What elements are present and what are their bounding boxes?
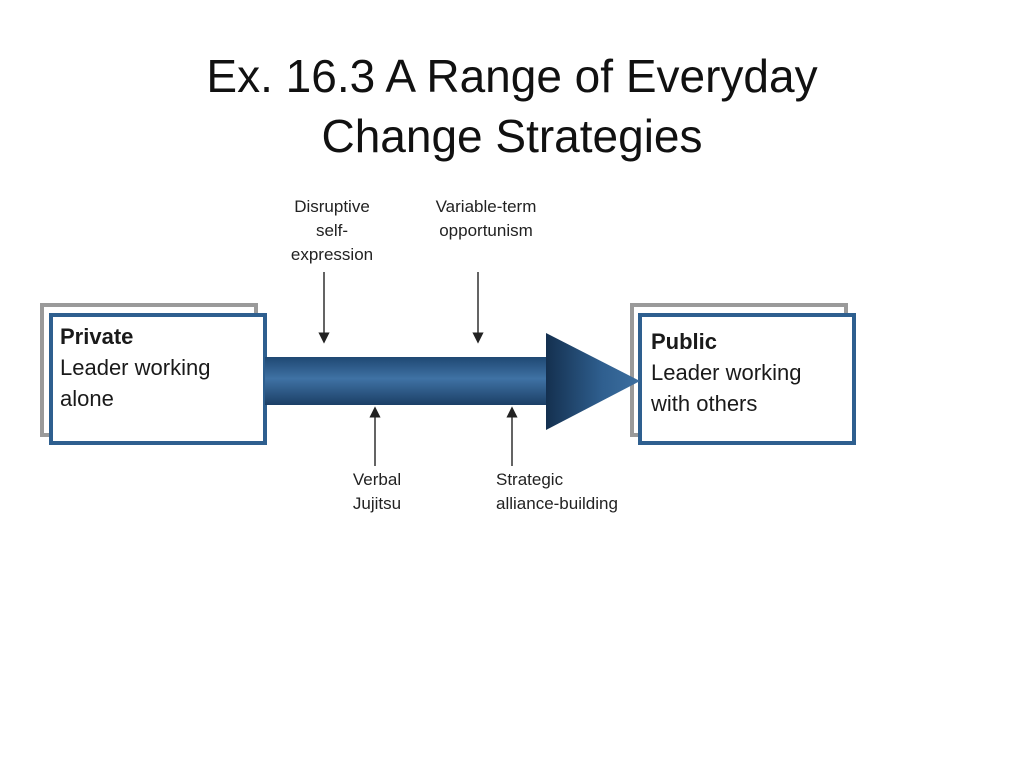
public-box-blue-frame <box>638 313 856 445</box>
label-verbal-jujitsu: Verbal Jujitsu <box>336 468 418 516</box>
label-line: Strategic <box>496 470 564 489</box>
public-heading: Public <box>651 329 718 354</box>
title-line-2: Change Strategies <box>321 110 703 162</box>
private-box-text: Private Leader working alone <box>60 321 250 414</box>
label-line: Verbal <box>352 470 402 489</box>
label-variable-term-opportunism: Variable-term opportunism <box>412 195 560 243</box>
private-heading: Private <box>60 324 134 349</box>
private-box-blue-frame <box>49 313 267 445</box>
private-line-1: Leader working <box>60 355 211 380</box>
continuum-arrow <box>265 333 640 430</box>
label-disruptive-self-expression: Disruptive self- expression <box>272 195 392 267</box>
label-line: opportunism <box>439 221 533 240</box>
label-line: Disruptive <box>294 197 370 216</box>
private-box <box>40 303 267 445</box>
label-line: Variable-term <box>435 197 537 216</box>
label-line: Jujitsu <box>352 494 402 513</box>
slide-title: Ex. 16.3 A Range of Everyday Change Stra… <box>112 46 912 166</box>
title-line-1: Ex. 16.3 A Range of Everyday <box>206 50 818 102</box>
label-line: self- <box>315 221 349 240</box>
label-strategic-alliance-building: Strategic alliance-building <box>496 468 656 516</box>
public-box-text: Public Leader working with others <box>651 326 841 419</box>
private-line-2: alone <box>60 386 114 411</box>
public-line-1: Leader working <box>651 360 802 385</box>
public-line-2: with others <box>651 391 758 416</box>
label-line: expression <box>290 245 374 264</box>
arrow-shaft <box>265 357 548 405</box>
arrow-head <box>546 333 640 430</box>
public-box <box>630 303 856 445</box>
label-line: alliance-building <box>496 494 618 513</box>
